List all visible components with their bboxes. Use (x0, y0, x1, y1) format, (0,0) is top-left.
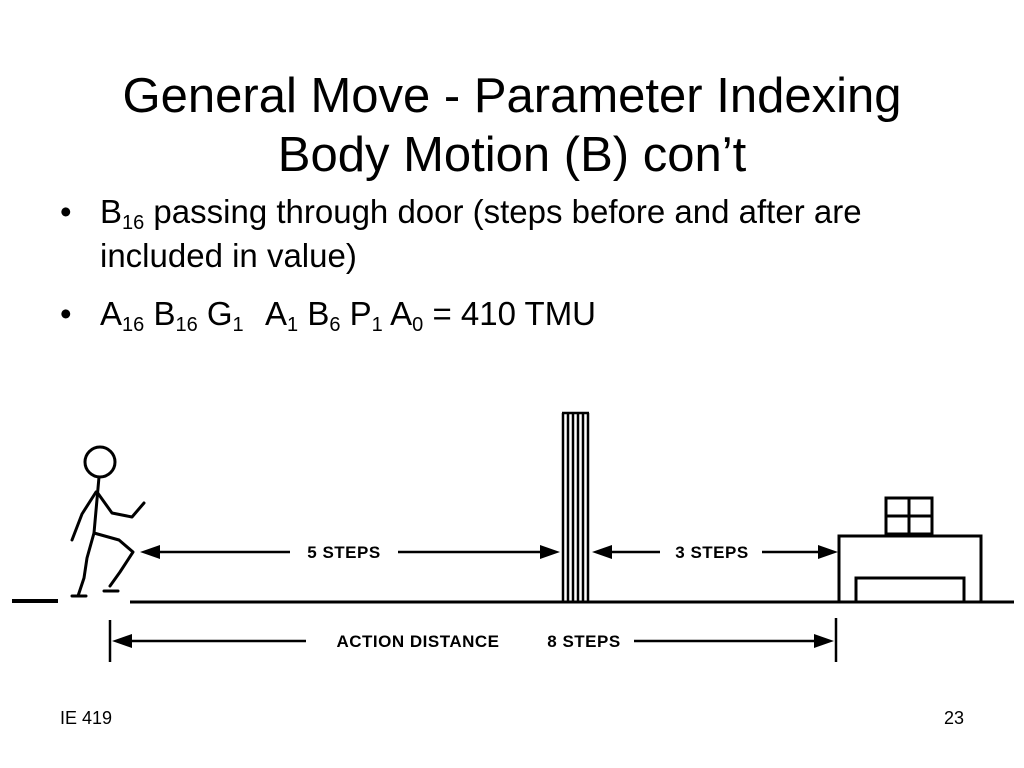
code-p1: P1 (349, 295, 383, 336)
bullet-list: • B16 passing through door (steps before… (60, 190, 980, 350)
bullet-dot-icon: • (60, 193, 72, 230)
code-a1: A1 (265, 295, 299, 336)
action-distance-label: ACTION DISTANCE (336, 632, 499, 651)
title-line-2: Body Motion (B) con’t (277, 127, 747, 182)
code-b6: B6 (307, 295, 341, 336)
footer-course: IE 419 (60, 708, 113, 728)
bullet-item-2: • A16 B16 G1 A1 B6 P1 A0 = 410 TMU (60, 292, 980, 336)
walking-figure-icon (70, 445, 146, 598)
workbench-icon (837, 496, 983, 602)
footer-page-number: 23 (943, 708, 964, 728)
slide-title: General Move - Parameter Indexing Body M… (0, 67, 1024, 185)
door-icon (561, 411, 590, 602)
code-b16: B16 (153, 295, 198, 336)
five-steps-arrow (140, 545, 560, 559)
code-g1: G1 (206, 295, 244, 336)
action-distance-arrow (108, 618, 838, 662)
three-steps-label: 3 STEPS (675, 543, 748, 562)
bullet-item-1: • B16 passing through door (steps before… (60, 190, 980, 278)
title-line-1: General Move - Parameter Indexing (122, 68, 902, 123)
five-steps-label: 5 STEPS (307, 543, 380, 562)
three-steps-arrow (592, 545, 838, 559)
b16-letter: B (100, 193, 123, 230)
code-a16: A16 (100, 295, 145, 336)
bullet-1-text: passing through door (steps before and a… (100, 193, 862, 274)
code-a0: A0 (390, 295, 424, 336)
eight-steps-label: 8 STEPS (547, 632, 620, 651)
walking-diagram: 5 STEPS 3 STEPS ACTION DISTANCE 8 STEPS (12, 411, 1014, 662)
tmu-result: = 410 TMU (432, 295, 597, 332)
b16-sub: 16 (122, 212, 145, 234)
bullet-dot-icon: • (60, 295, 72, 332)
